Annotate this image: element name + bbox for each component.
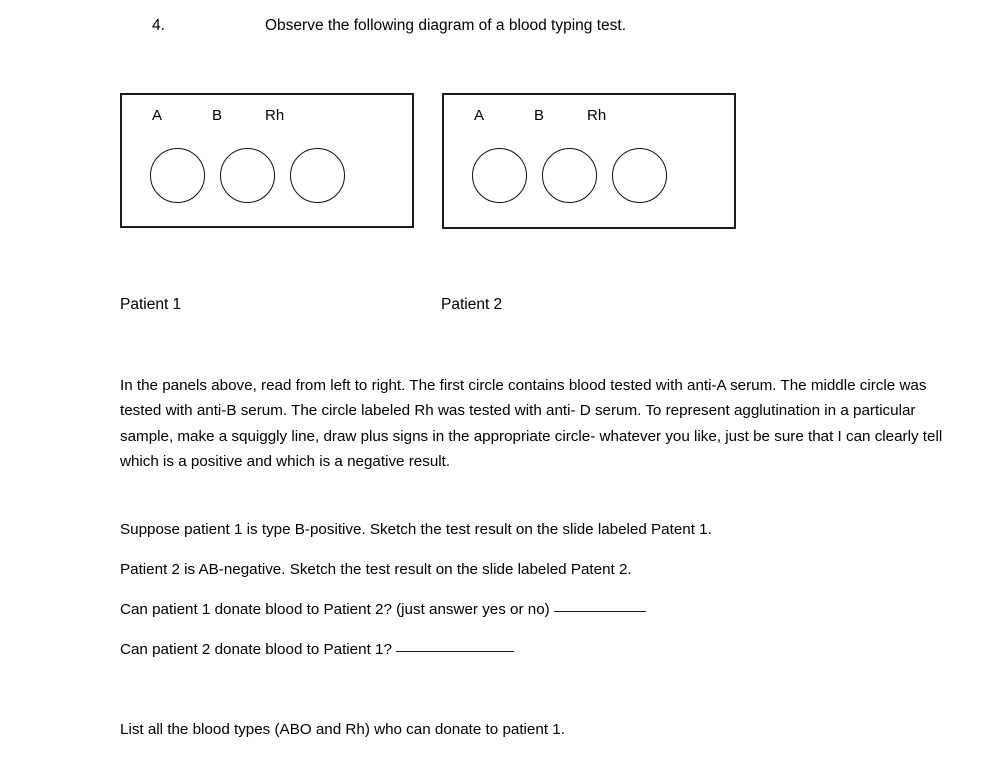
well-circle-a[interactable] [150,148,205,203]
well-label-rh: Rh [587,107,607,124]
well-circle-b[interactable] [542,148,597,203]
patient-2-task-line: Patient 2 is AB-negative. Sketch the tes… [120,561,632,578]
list-blood-types-line: List all the blood types (ABO and Rh) wh… [120,721,565,738]
well-label-b: B [212,107,223,124]
question-header: 4. Observe the following diagram of a bl… [120,14,940,38]
well-label-a: A [152,107,163,124]
panel-caption-patient-2: Patient 2 [441,296,503,313]
well-circle-rh[interactable] [612,148,667,203]
well-label-a: A [474,107,485,124]
slide-panel-patient-1[interactable]: A B Rh [120,93,414,228]
well-circle-row-patient-2 [444,148,734,208]
donate-question-2-answer-blank[interactable] [396,651,515,652]
question-prompt: Observe the following diagram of a blood… [265,17,627,34]
well-label-row-patient-1: A B Rh [122,105,412,127]
donate-question-2-text: Can patient 2 donate blood to Patient 1? [120,641,392,658]
well-circle-row-patient-1 [122,148,412,208]
well-label-rh: Rh [265,107,285,124]
donate-question-1: Can patient 1 donate blood to Patient 2?… [120,597,948,622]
donate-question-2: Can patient 2 donate blood to Patient 1? [120,637,948,662]
well-label-b: B [534,107,545,124]
patient-1-task-line: Suppose patient 1 is type B-positive. Sk… [120,521,712,538]
well-circle-b[interactable] [220,148,275,203]
well-circle-rh[interactable] [290,148,345,203]
instructions-paragraph: In the panels above, read from left to r… [120,377,943,471]
well-label-row-patient-2: A B Rh [444,105,734,127]
donate-question-1-answer-blank[interactable] [553,611,646,612]
panel-caption-patient-1: Patient 1 [120,296,182,313]
question-number: 4. [152,17,165,34]
donate-question-1-text: Can patient 1 donate blood to Patient 2?… [120,601,550,618]
well-circle-a[interactable] [472,148,527,203]
slide-panel-patient-2[interactable]: A B Rh [442,93,736,229]
